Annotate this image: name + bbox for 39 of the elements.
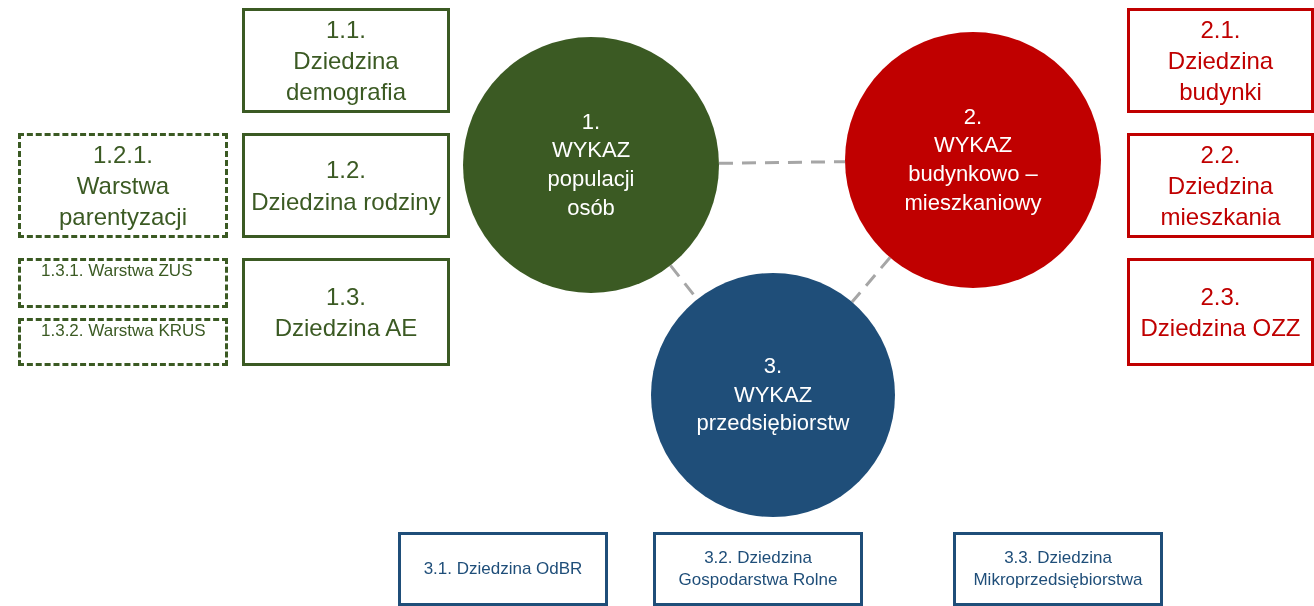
connector-line (718, 160, 846, 165)
node-text: WYKAZ przedsiębiorstw (695, 380, 851, 438)
domain-box (242, 258, 450, 366)
node-text: 2.3. (1200, 281, 1241, 312)
node-text: 3.3. Dziedzina Mikroprzedsiębiorstwa (972, 546, 1144, 591)
node-text: 3. (763, 352, 783, 381)
node-text: 1.3.1. Warstwa ZUS (41, 261, 193, 281)
domain-box (653, 532, 863, 606)
node-text: Dziedzina budynki (1166, 45, 1275, 108)
node-text: Dziedzina AE (274, 313, 418, 343)
node-text: WYKAZ populacji osób (546, 136, 636, 222)
node-text: 3.2. Dziedzina Gospodarstwa Rolne (677, 546, 839, 591)
layer-box (18, 318, 228, 366)
node-text: 1.2. (326, 155, 366, 186)
node-text: Warstwa parentyzacji (57, 170, 189, 233)
node-text: 1.3.2. Warstwa KRUS (41, 321, 206, 341)
layer-box (18, 133, 228, 238)
node-text: Dziedzina demografia (284, 45, 408, 108)
node-text: 1.2.1. (92, 139, 153, 170)
domain-box (1127, 133, 1314, 238)
domain-box (1127, 258, 1314, 366)
node-text: 1.1. (326, 14, 366, 45)
node-text: Dziedzina OZZ (1140, 313, 1301, 343)
node-text: 2. (963, 102, 983, 131)
domain-box (242, 8, 450, 113)
domain-box (398, 532, 608, 606)
node-text: 2.1. (1200, 14, 1241, 45)
connector-line (850, 256, 892, 304)
node-text: Dziedzina mieszkania (1159, 170, 1282, 233)
domain-box (953, 532, 1163, 606)
node-text: Dziedzina rodziny (251, 186, 441, 217)
node-text: 3.1. Dziedzina OdBR (423, 557, 583, 580)
node-text: 1.3. (326, 281, 366, 312)
node-text: 1. (581, 107, 601, 136)
domain-box (242, 133, 450, 238)
node-text: WYKAZ budynkowo – mieszkaniowy (903, 131, 1043, 217)
layer-box (18, 258, 228, 308)
domain-box (1127, 8, 1314, 113)
node-text: 2.2. (1200, 139, 1241, 170)
